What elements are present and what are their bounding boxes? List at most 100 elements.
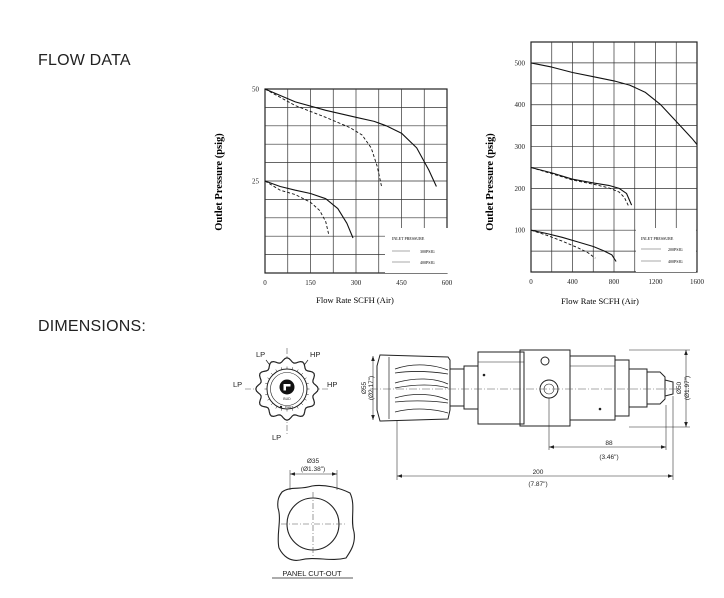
knob-label-hp-top: HP [310,350,320,359]
knob-tick-14 [267,377,270,380]
chart2-series-3 [530,229,617,262]
cutout-dia-in: (Ø1.38") [301,466,325,473]
dim50-arrow-top [684,350,688,355]
chart2-legend-entry-200: 200PSIG [668,247,683,252]
dim55-arrow-bottom [371,415,375,420]
dim55-arrow-top [371,356,375,361]
knob-tick-21 [300,372,304,376]
chart2-xtick-4: 1600 [690,278,705,286]
chart2-ytick-2: 300 [515,143,526,151]
chart1-legend-entry-300: 300PSIG [420,249,435,254]
dimensions-heading: DIMENSIONS: [38,318,146,335]
chart2-legend: INLET PRESSURE 200PSIG 400PSIG [636,228,696,272]
dim88-arrow-right [661,445,666,449]
chart2-legend-entry-400: 400PSIG [668,259,683,264]
side-bonnet [569,355,616,421]
side-main-body [477,351,525,425]
dim200-in: (7.87") [528,481,547,488]
flow-data-heading: FLOW DATA [38,52,131,69]
knob-inlet-dot [279,405,283,409]
knob-logo-icon [279,379,295,395]
cutout-text: Ø35 (Ø1.38") PANEL CUT-OUT [282,458,342,578]
side-neck [449,368,465,407]
knob-brand-text: BUD [283,397,291,401]
knob-tick-4 [296,406,299,409]
chart2-xtick-0: 0 [529,278,533,286]
chart1-xtick-1: 150 [305,279,316,287]
knob-inlet-text: INLET [285,405,294,409]
side-end-fitting [628,368,648,408]
regulator-side-view [370,349,680,427]
knob-tick-11 [265,393,268,396]
knob-tick-15 [270,372,274,376]
chart2-series-1 [530,166,633,206]
chart2-series-2 [530,167,629,207]
chart1-legend-entry-400: 400PSIG [420,260,435,265]
knob-tick-23 [306,382,309,385]
chart2-legend-box [636,228,696,272]
side-end-cap [664,379,674,397]
chart2-series-4 [530,229,596,259]
side-knob-rib-3 [394,378,449,385]
side-knob-rib-1 [394,364,449,371]
knob-tick-3 [300,402,304,406]
cutout-dia-mm: Ø35 [307,458,320,465]
cutout-label: PANEL CUT-OUT [282,569,342,578]
chart2-series-0 [530,62,698,145]
side-bonnet-flange [614,359,630,417]
chart1-xtick-3: 450 [396,279,407,287]
chart1-series-2 [264,180,354,239]
chart2-ytick-1: 200 [515,185,526,193]
dim200-arrow-left [397,474,402,478]
chart1-series-3 [264,180,330,235]
knob-inner-face-2 [270,372,304,406]
chart1-ytick-0: 25 [252,178,260,186]
side-dot-2 [598,407,602,411]
side-end-nut [646,371,666,405]
knob-label-lp-top: LP [256,350,265,359]
chart1-ylabel: Outlet Pressure (psig) [214,133,225,231]
chart2-xlabel: Flow Rate SCFH (Air) [561,296,639,306]
dim200-arrow-right [668,474,673,478]
panel-cutout-view [272,470,355,579]
chart1-legend: INLET PRESSURE 300PSIG 400PSIG [385,228,449,273]
dim88-in: (3.46") [599,454,618,461]
chart1-xtick-0: 0 [263,279,267,287]
dim50-mm: Ø50 [676,381,683,394]
side-port-upper [540,356,550,366]
dim88-arrow-left [549,445,554,449]
chart1-xlabel: Flow Rate SCFH (Air) [316,295,394,305]
dim50-in: (Ø1.97") [684,376,691,400]
knob-label-hp-right: HP [327,380,337,389]
cutout-panel-outline [277,484,355,561]
chart1-legend-title: INLET PRESSURE [392,236,425,241]
chart2-ytick-3: 400 [515,101,526,109]
knob-label-lp-left: LP [233,380,242,389]
dim88-mm: 88 [605,440,613,447]
chart2-xtick-2: 800 [609,278,620,286]
chart2-ytick-0: 100 [515,227,526,235]
chart2-xtick-3: 1200 [649,278,664,286]
knob-tick-19 [291,367,294,370]
dim55-in: (Ø2.17") [368,376,375,400]
knob-tick-2 [304,398,307,401]
chart2-ylabel: Outlet Pressure (psig) [485,133,496,231]
dim50-arrow-bottom [684,422,688,427]
knob-tick-16 [275,369,278,372]
chart1-legend-box [385,228,449,273]
knob-labels: LP HP LP HP LP [233,350,337,442]
chart2-legend-title: INLET PRESSURE [641,236,674,241]
side-knob-rib-6 [394,400,449,404]
knob-tick-1 [306,393,309,396]
knob-tick-13 [265,382,268,385]
chart1-ytick-1: 50 [252,86,260,94]
chart1-series-1 [264,88,383,188]
chart2-ytick-4: 500 [515,59,526,67]
chart1-xtick-2: 300 [351,279,362,287]
knob-tick-20 [296,369,299,372]
knob-tick-9 [270,402,274,406]
knob-label-lp-bottom: LP [272,433,281,442]
